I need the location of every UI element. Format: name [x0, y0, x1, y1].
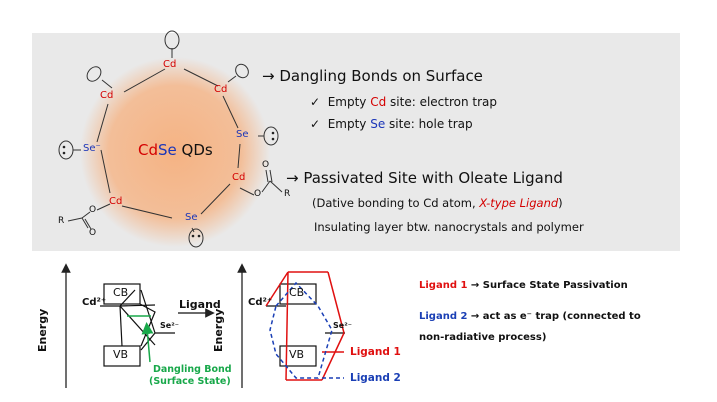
- ligand-left-o: O: [89, 205, 97, 215]
- check-icon: ✓: [310, 117, 321, 131]
- qd-sphere: [80, 57, 270, 247]
- atom-se-right: Se: [236, 129, 249, 140]
- surface-state-label: (Surface State): [149, 376, 231, 387]
- cb-label-1: CB: [113, 286, 129, 299]
- x-type-ligand: X-type Ligand: [479, 196, 559, 210]
- dangling-bond-label: Dangling Bond: [153, 364, 232, 375]
- dangling-bonds-title: → Dangling Bonds on Surface: [262, 67, 483, 85]
- bullet2-prefix: Empty: [327, 117, 371, 131]
- dangling-orbitals: [73, 30, 264, 233]
- atom-se-left: Se⁻: [83, 143, 101, 154]
- bullet2-se: Se: [370, 117, 386, 131]
- ligand2-levels: [269, 281, 344, 379]
- atom-cd-lower-right: Cd: [232, 172, 246, 183]
- ligand-right-o: O: [254, 189, 262, 199]
- atom-cd-lower-left: Cd: [109, 196, 123, 207]
- dative-bonding-note: (Dative bonding to Cd atom, X-type Ligan…: [312, 196, 563, 210]
- passivated-title: → Passivated Site with Oleate Ligand: [286, 169, 563, 187]
- ligand-arrow-label: Ligand: [179, 298, 221, 311]
- atom-cd-top: Cd: [163, 59, 177, 70]
- atom-se-bottom: Se: [185, 212, 198, 223]
- ligand-right-o-top: O: [262, 160, 270, 170]
- ligand-left-o-bottom: O: [89, 228, 97, 238]
- bullet1-prefix: Empty: [327, 95, 371, 109]
- ligand-right-r: R: [284, 189, 291, 199]
- atom-cd-upper-left: Cd: [100, 90, 114, 101]
- dangling-bond-indicators: [127, 315, 154, 363]
- bullet1-suffix: site: electron trap: [386, 95, 498, 109]
- note-ligand2-cont: non-radiative process): [419, 332, 547, 343]
- qd-center-se: Se: [158, 141, 177, 159]
- vb-label-2: VB: [289, 348, 305, 361]
- note-ligand1: Ligand 1 → Surface State Passivation: [419, 280, 628, 291]
- bullet-se-site: ✓ Empty Se site: hole trap: [310, 117, 473, 131]
- se2-label-1: Se²⁻: [160, 321, 179, 330]
- electron-pair-orbitals: [58, 126, 279, 248]
- dative-suffix: ): [558, 196, 563, 210]
- note-ligand2: Ligand 2 → act as e⁻ trap (connected to: [419, 311, 641, 322]
- surface-bonds: [96, 68, 241, 219]
- insulating-note: Insulating layer btw. nanocrystals and p…: [314, 220, 584, 234]
- ligand1-levels: [265, 271, 345, 381]
- ligand1-label: Ligand 1: [350, 346, 401, 358]
- cd2-label-1: Cd²⁺: [82, 297, 107, 308]
- note2-ligand: Ligand 2: [419, 311, 468, 322]
- qd-center-cd: Cd: [138, 141, 158, 159]
- energy-diagram-2: [237, 263, 345, 388]
- se2-label-2: Se²⁻: [333, 321, 352, 330]
- dative-prefix: (Dative bonding to Cd atom,: [312, 196, 480, 210]
- bullet2-suffix: site: hole trap: [385, 117, 473, 131]
- oleate-ligand-right: [239, 169, 283, 196]
- energy-axis-label-1: Energy: [36, 308, 49, 352]
- qd-center-label: CdSe QDs: [138, 141, 213, 159]
- bullet1-cd: Cd: [370, 95, 387, 109]
- ligand2-label: Ligand 2: [350, 372, 401, 384]
- bullet-cd-site: ✓ Empty Cd site: electron trap: [310, 95, 497, 109]
- note1-ligand: Ligand 1: [419, 280, 468, 291]
- note2-text: → act as e⁻ trap (connected to: [467, 311, 641, 322]
- energy-axis-label-2: Energy: [212, 308, 225, 352]
- atom-cd-upper-right: Cd: [214, 84, 228, 95]
- ligand-left-r: R: [58, 216, 65, 226]
- cb-label-2: CB: [289, 286, 305, 299]
- check-icon: ✓: [310, 95, 321, 109]
- cd2-label-2: Cd²⁺: [248, 297, 273, 308]
- note1-text: → Surface State Passivation: [467, 280, 628, 291]
- electron-dots: [62, 131, 275, 238]
- oleate-ligand-left: [67, 203, 111, 230]
- energy-diagram-1: [61, 263, 215, 388]
- qd-center-suffix: QDs: [176, 141, 213, 159]
- vb-label-1: VB: [113, 348, 129, 361]
